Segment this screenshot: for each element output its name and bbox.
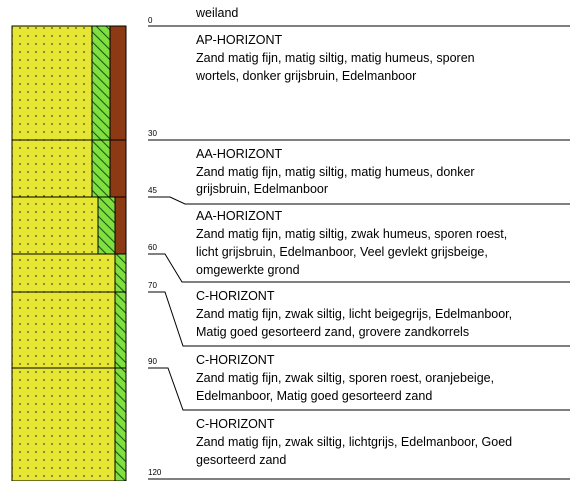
layer-2-sand-dots bbox=[12, 140, 92, 197]
layer-2-desc-1: Zand matig fijn, matig siltig, matig hum… bbox=[196, 165, 475, 179]
layer-3-desc-2: licht grijsbruin, Edelmanboor, Veel gevl… bbox=[196, 245, 488, 259]
layer-1-desc-2: wortels, donker grijsbruin, Edelmanboor bbox=[195, 69, 416, 83]
layer-6-desc-2: Edelmanboor, Matig goed gesorteerd zand bbox=[196, 389, 432, 403]
layer-6-title: C-HORIZONT bbox=[196, 353, 275, 367]
layer-5-desc-2: Matig goed gesorteerd zand, grovere zand… bbox=[196, 325, 469, 339]
layer-5-hatch-lines bbox=[115, 292, 126, 368]
depth-label-120: 120 bbox=[148, 468, 162, 477]
layer-5-desc-1: Zand matig fijn, zwak siltig, licht beig… bbox=[196, 307, 512, 321]
depth-label-90: 90 bbox=[148, 357, 157, 366]
layer-5-title: C-HORIZONT bbox=[196, 289, 275, 303]
layer-6-hatch-lines bbox=[115, 368, 126, 481]
depth-label-60: 60 bbox=[148, 243, 157, 252]
layer-2-hatch-lines bbox=[92, 140, 110, 197]
extra-desc-1: Zand matig fijn, zwak siltig, lichtgrijs… bbox=[196, 435, 512, 449]
surface-label: weiland bbox=[195, 6, 238, 20]
soil-column bbox=[12, 26, 126, 481]
layer-1-desc-1: Zand matig fijn, matig siltig, matig hum… bbox=[196, 51, 475, 65]
layer-6-sand-dots bbox=[12, 368, 115, 481]
layer-3-desc-3: omgewerkte grond bbox=[196, 263, 300, 277]
layer-1-humus bbox=[110, 26, 126, 140]
layer-5-sand-dots bbox=[12, 292, 115, 368]
extra-desc-2: gesorteerd zand bbox=[196, 453, 286, 467]
depth-label-45: 45 bbox=[148, 186, 157, 195]
layer-3-hatch-lines bbox=[98, 197, 115, 254]
layer-3-humus bbox=[115, 197, 126, 254]
layer-1-title: AP-HORIZONT bbox=[196, 33, 282, 47]
layer-3-sand-dots bbox=[12, 197, 98, 254]
depth-label-0: 0 bbox=[148, 16, 153, 25]
extra-title: C-HORIZONT bbox=[196, 417, 275, 431]
layer-2-humus bbox=[110, 140, 126, 197]
layer-3-desc-1: Zand matig fijn, matig siltig, zwak hume… bbox=[196, 227, 507, 241]
layer-6-desc-1: Zand matig fijn, zwak siltig, sporen roe… bbox=[196, 371, 494, 385]
layer-3-title: AA-HORIZONT bbox=[196, 209, 282, 223]
layer-4-hatch-lines bbox=[115, 254, 126, 292]
depth-label-30: 30 bbox=[148, 129, 157, 138]
layer-2-desc-2: grijsbruin, Edelmanboor bbox=[196, 182, 328, 196]
layer-4-sand-dots bbox=[12, 254, 115, 292]
layer-1-hatch-lines bbox=[92, 26, 110, 140]
depth-label-70: 70 bbox=[148, 281, 157, 290]
layer-1-sand-dots bbox=[12, 26, 92, 140]
layer-2-title: AA-HORIZONT bbox=[196, 147, 282, 161]
